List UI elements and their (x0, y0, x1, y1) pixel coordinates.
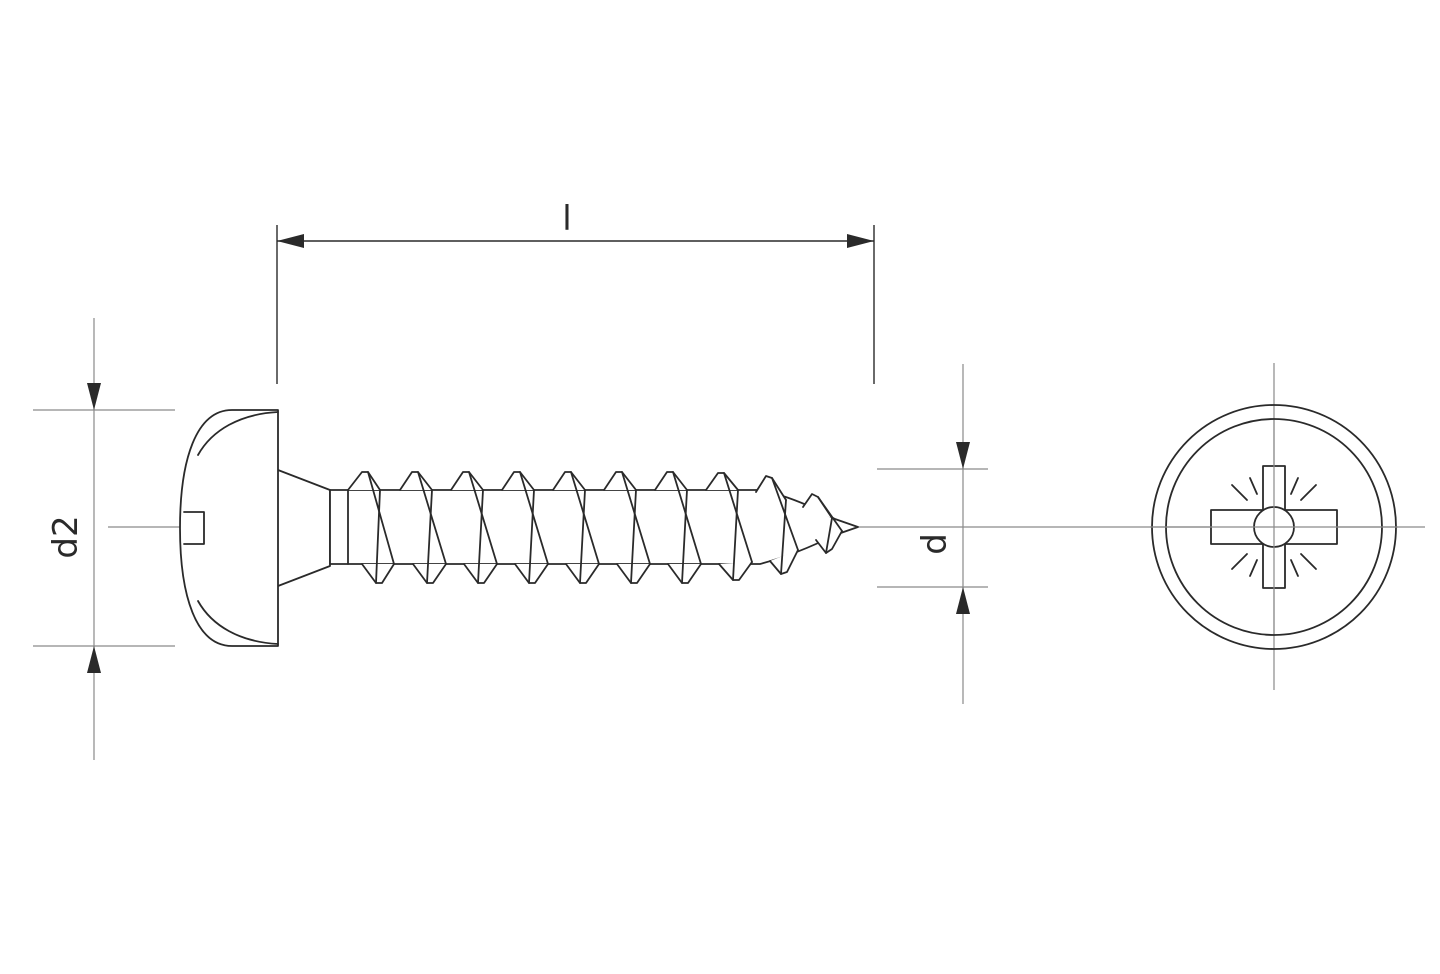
thread-crest-bottom-1 (361, 563, 395, 584)
thread-crest-bottom-10 (815, 530, 843, 554)
thread-flank-7b (681, 489, 688, 584)
thread-flank-3 (468, 471, 498, 565)
thread-flank-2 (417, 471, 447, 565)
thread-crest-bottom-3 (463, 563, 498, 584)
tick-mark-sse (1290, 559, 1299, 577)
thread-crest-top-4 (501, 471, 535, 491)
thread-crests (347, 471, 843, 584)
tick-mark-ne (1300, 484, 1317, 501)
d-bottom-arrow (956, 587, 970, 614)
thread-flank-1 (367, 471, 395, 565)
thread-crest-bottom-2 (412, 563, 447, 584)
thread-flank-4 (519, 471, 549, 565)
thread-flank-2b (426, 489, 433, 584)
length-label: l (562, 199, 571, 239)
thread-crest-top-3 (450, 471, 484, 491)
l-right-arrow (847, 234, 874, 248)
thread-flanks (367, 471, 843, 584)
thread-flank-10b (825, 517, 833, 554)
thread-crest-bottom-9 (769, 549, 799, 575)
screw-neck (277, 469, 331, 587)
thread-flank-4b (528, 489, 535, 584)
thread-crest-top-5 (552, 471, 586, 491)
thread-crest-top-8 (705, 472, 739, 491)
thread-flank-5 (570, 471, 600, 565)
thread-flank-8b (732, 489, 739, 581)
head-bottom-bevel (197, 600, 279, 645)
thread-crest-bottom-8 (718, 561, 753, 581)
tick-mark-nne (1290, 477, 1299, 495)
thread-crest-top-7 (654, 471, 688, 491)
screw-head-top-view (1150, 404, 1398, 650)
thread-diameter-label: d (915, 533, 955, 555)
thread-flank-9b (780, 499, 787, 575)
tick-mark-sw (1231, 553, 1248, 570)
tick-mark-ssw (1249, 559, 1258, 577)
d2-top-arrow (87, 383, 101, 410)
thread-crest-bottom-4 (514, 563, 549, 584)
thread-crest-top-1 (347, 471, 381, 491)
d2-bottom-arrow (87, 646, 101, 673)
thread-crest-top-2 (399, 471, 433, 491)
head-diameter-dimension: d2 (46, 383, 101, 673)
tick-mark-nnw (1249, 477, 1258, 495)
thread-flank-5b (579, 489, 586, 584)
thread-flank-8 (723, 472, 753, 563)
screw-pan-head (179, 409, 279, 647)
screw-shank (329, 489, 859, 565)
d-top-arrow (956, 442, 970, 469)
thread-crest-top-6 (603, 471, 637, 491)
thread-flank-6b (630, 489, 637, 584)
head-top-bevel (197, 411, 279, 456)
length-dimension: l (276, 199, 875, 384)
tick-mark-nw (1231, 484, 1248, 501)
thread-crest-bottom-7 (667, 563, 702, 584)
thread-flank-1b (375, 489, 381, 584)
thread-crest-bottom-6 (616, 563, 651, 584)
thread-flank-7 (672, 471, 702, 565)
head-recess-profile (183, 511, 205, 545)
thread-flank-10 (817, 496, 843, 532)
thread-flank-6 (621, 471, 651, 565)
tick-mark-se (1300, 553, 1317, 570)
head-diameter-label: d2 (46, 515, 86, 558)
thread-crest-bottom-5 (565, 563, 600, 584)
recess-tick-marks (1231, 477, 1317, 577)
l-left-arrow (277, 234, 304, 248)
screw-side-view (179, 409, 859, 647)
thread-diameter-dimension: d (915, 442, 970, 614)
thread-flank-3b (477, 489, 484, 584)
